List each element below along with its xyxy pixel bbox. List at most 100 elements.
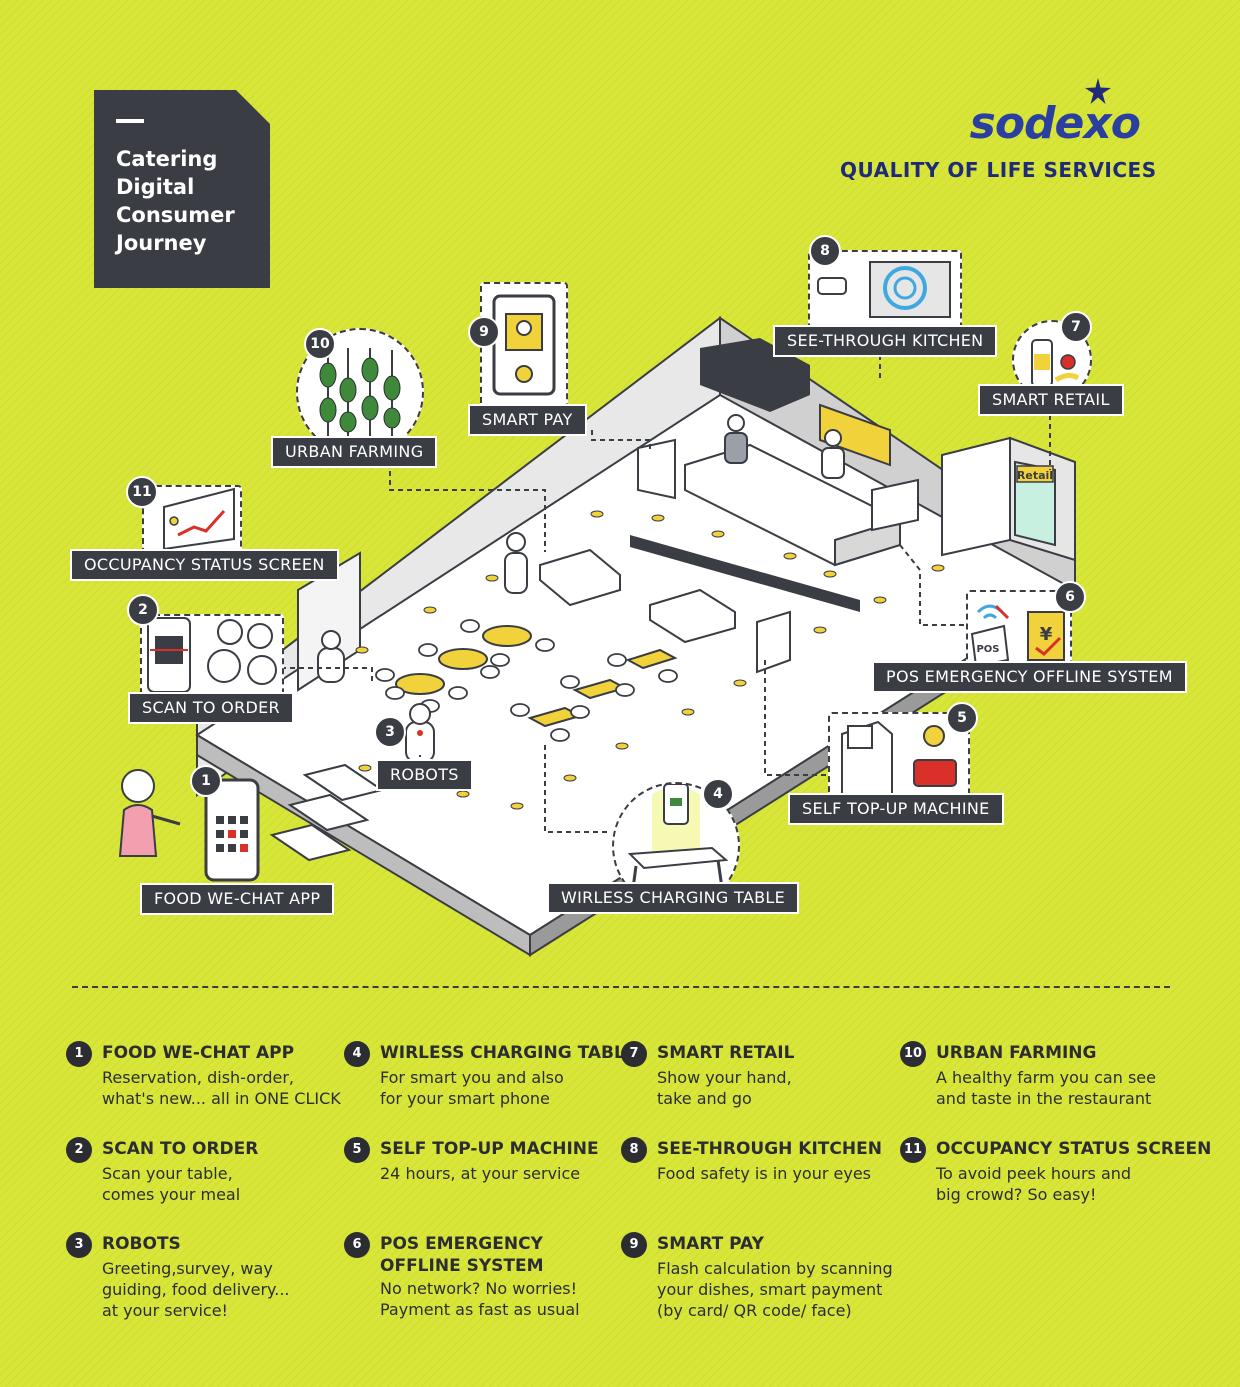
planter: [649, 588, 736, 644]
top-up-kiosk: [756, 610, 791, 674]
label-occupancy-status-screen: OCCUPANCY STATUS SCREEN: [70, 549, 339, 581]
title-line: Catering: [116, 147, 218, 171]
callout-number: 9: [468, 316, 500, 348]
callout-number: 11: [126, 476, 158, 508]
top-up-illustration: [828, 712, 970, 798]
legend-title: SMART PAY: [657, 1234, 764, 1254]
legend-title: ROBOTS: [102, 1234, 181, 1254]
legend-title: SCAN TO ORDER: [102, 1139, 259, 1159]
cashier-staff: [821, 429, 845, 479]
legend-number: 7: [621, 1041, 647, 1067]
callout-number: 1: [190, 765, 222, 797]
legend-title: SELF TOP-UP MACHINE: [380, 1139, 599, 1159]
round-table: [438, 648, 488, 670]
legend-number: 8: [621, 1137, 647, 1163]
label-wireless-charging-table: WIRLESS CHARGING TABLE: [547, 882, 799, 914]
kitchen-illustration: [808, 250, 962, 332]
robot-waiter: [504, 532, 528, 594]
star-icon: [1085, 78, 1111, 104]
legend-description: Show your hand, take and go: [657, 1068, 792, 1108]
round-table: [395, 673, 445, 695]
legend-number: 5: [344, 1137, 370, 1163]
title-line: Journey: [116, 231, 207, 255]
step: [269, 823, 352, 862]
title-card: Catering Digital Consumer Journey: [94, 90, 270, 288]
bottle-icon: [1031, 339, 1080, 387]
callout-number: 4: [702, 778, 734, 810]
drinks-fridge: [871, 478, 919, 532]
smart-pay-illustration: [480, 282, 568, 408]
retail-sign-text: Retail: [1017, 469, 1053, 482]
legend-description: Food safety is in your eyes: [657, 1164, 871, 1183]
legend-number: 11: [900, 1137, 926, 1163]
label-smart-pay: SMART PAY: [468, 404, 587, 436]
callout-number: 5: [946, 702, 978, 734]
label-self-top-up-machine: SELF TOP-UP MACHINE: [788, 793, 1004, 825]
callout-number: 10: [304, 328, 336, 360]
qr-phone-icon: [147, 617, 277, 693]
smart-pay-kiosk: [637, 438, 676, 500]
legend-title: URBAN FARMING: [936, 1043, 1097, 1063]
legend-title: OCCUPANCY STATUS SCREEN: [936, 1139, 1212, 1159]
legend-number: 4: [344, 1041, 370, 1067]
kitchen-staff: [724, 414, 748, 464]
label-scan-to-order: SCAN TO ORDER: [128, 692, 294, 724]
legend-number: 9: [621, 1232, 647, 1258]
label-urban-farming: URBAN FARMING: [271, 436, 438, 468]
legend-number: 1: [66, 1041, 92, 1067]
label-food-wechat-app: FOOD WE-CHAT APP: [140, 883, 335, 915]
legend-description: Scan your table, comes your meal: [102, 1164, 241, 1204]
plant-icon: [319, 348, 401, 440]
legend-description: Greeting,survey, way guiding, food deliv…: [102, 1259, 290, 1320]
step: [287, 793, 370, 832]
legend-description: For smart you and also for your smart ph…: [380, 1068, 564, 1108]
brand-tagline: QUALITY OF LIFE SERVICES: [840, 158, 1157, 182]
robot-greeter: [317, 630, 345, 683]
page-title: Catering Digital Consumer Journey: [116, 145, 256, 257]
legend-number: 6: [344, 1232, 370, 1258]
legend-number: 2: [66, 1137, 92, 1163]
retail-sign: [1016, 465, 1054, 483]
legend-title: POS EMERGENCY OFFLINE SYSTEM: [380, 1234, 544, 1276]
title-dash: [116, 119, 144, 123]
kiosk-wallet-icon: [841, 720, 957, 795]
legend-number: 3: [66, 1232, 92, 1258]
pos-text: POS: [976, 644, 999, 655]
lockers: [941, 436, 1011, 557]
tablet-icon: [492, 294, 556, 396]
square-table: [625, 648, 678, 670]
pos-terminal-icon: POS ¥: [970, 604, 1065, 668]
callout-number: 6: [1054, 581, 1086, 613]
callout-number: 3: [374, 716, 406, 748]
legend-title: WIRLESS CHARGING TABLE: [380, 1043, 637, 1063]
callout-number: 2: [127, 594, 159, 626]
legend-description: To avoid peek hours and big crowd? So ea…: [936, 1164, 1132, 1204]
legend-description: No network? No worries! Payment as fast …: [380, 1279, 580, 1319]
round-table: [482, 625, 532, 647]
legend-description: 24 hours, at your service: [380, 1164, 581, 1183]
brand-name: sodexo: [969, 98, 1141, 149]
customer-phone-illustration: [118, 769, 260, 882]
camera-kitchen-icon: [817, 261, 951, 318]
occupancy-illustration: [142, 485, 242, 555]
label-pos-emergency-offline-system: POS EMERGENCY OFFLINE SYSTEM: [872, 661, 1187, 693]
footprints: [355, 510, 945, 810]
label-smart-retail: SMART RETAIL: [978, 384, 1124, 416]
robot-pepper: [405, 703, 435, 763]
section-divider: [72, 986, 1170, 988]
legend-title: FOOD WE-CHAT APP: [102, 1043, 295, 1063]
legend-number: 10: [900, 1041, 926, 1067]
legend-description: Reservation, dish-order, what's new... a…: [102, 1068, 341, 1108]
callout-number: 8: [809, 235, 841, 267]
label-see-through-kitchen: SEE-THROUGH KITCHEN: [773, 325, 998, 357]
planter: [539, 548, 621, 607]
title-line: Digital: [116, 175, 195, 199]
phone-table-icon: [627, 783, 729, 897]
legend-description: Flash calculation by scanning your dishe…: [657, 1259, 893, 1320]
legend-description: A healthy farm you can see and taste in …: [936, 1068, 1156, 1108]
screen-chart-icon: [163, 487, 235, 551]
menu-display: [819, 403, 891, 467]
title-card-shape: [94, 90, 270, 288]
label-robots: ROBOTS: [376, 759, 473, 791]
